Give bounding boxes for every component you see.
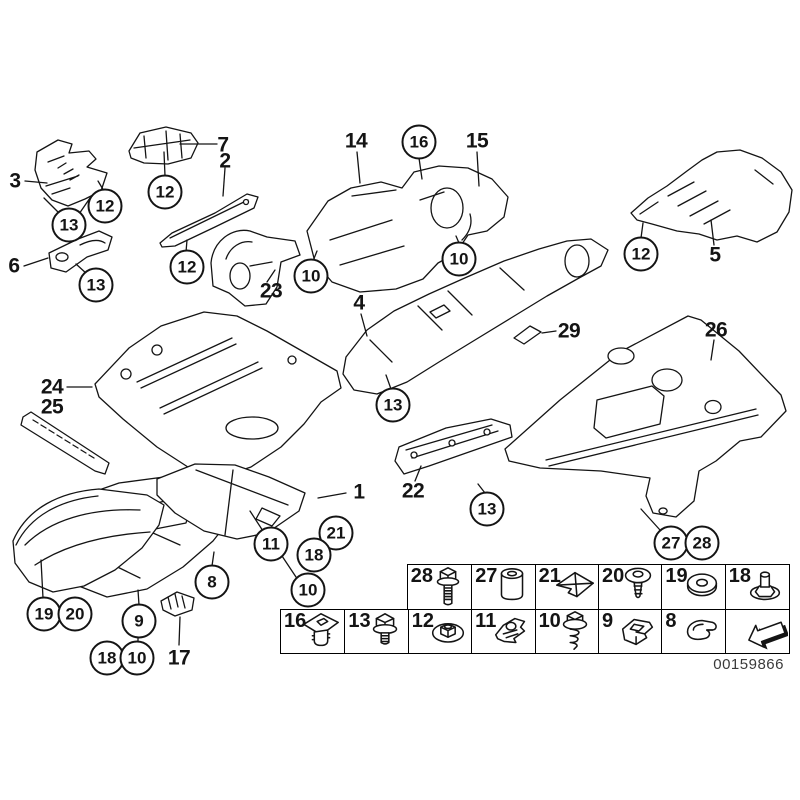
cage-clip-icon <box>622 618 654 646</box>
legend-cell-number: 13 <box>348 610 371 632</box>
callout-circle-10[interactable]: 10 <box>119 640 155 676</box>
callout-label-25[interactable]: 25 <box>40 395 64 419</box>
callout-circle-18[interactable]: 18 <box>296 537 332 573</box>
torx-screw-icon <box>625 567 652 599</box>
callout-label-1[interactable]: 1 <box>353 480 365 504</box>
legend-cell-13[interactable]: 13 <box>344 610 407 653</box>
part-14-15-16-drawing <box>306 165 509 293</box>
callout-circle-20[interactable]: 20 <box>57 596 93 632</box>
callout-label-6[interactable]: 6 <box>8 254 20 278</box>
continue-arrow-icon <box>748 621 789 650</box>
legend-cell-11[interactable]: 11 <box>471 610 534 653</box>
part-26-drawing <box>504 315 787 518</box>
flange-nut-icon <box>432 623 465 643</box>
part-17-drawing <box>160 591 195 617</box>
callout-circle-16[interactable]: 16 <box>401 124 437 160</box>
legend-cell-8[interactable]: 8 <box>661 610 724 653</box>
legend-cell-number: 12 <box>411 610 435 632</box>
callout-label-29[interactable]: 29 <box>557 319 581 343</box>
callout-label-4[interactable]: 4 <box>353 291 365 315</box>
callout-label-26[interactable]: 26 <box>704 318 728 342</box>
legend-cell-21[interactable]: 21 <box>534 565 598 609</box>
callout-circle-13[interactable]: 13 <box>375 387 411 423</box>
callout-label-14[interactable]: 14 <box>344 129 368 153</box>
callout-circle-9[interactable]: 9 <box>121 603 157 639</box>
sleeve-icon <box>500 568 523 601</box>
callout-circle-10[interactable]: 10 <box>293 258 329 294</box>
legend-cell-28[interactable]: 28 <box>408 565 471 609</box>
callout-circle-13[interactable]: 13 <box>469 491 505 527</box>
legend-cell-10[interactable]: 10 <box>534 610 598 653</box>
callout-label-22[interactable]: 22 <box>401 479 425 503</box>
part-29-drawing <box>513 325 542 345</box>
callout-circle-13[interactable]: 13 <box>51 207 87 243</box>
callout-label-15[interactable]: 15 <box>465 129 489 153</box>
legend-cell-number: 8 <box>665 610 677 632</box>
part-25-drawing <box>20 411 110 475</box>
legend-cell-16[interactable]: 16 <box>281 610 344 653</box>
callout-label-24[interactable]: 24 <box>40 375 64 399</box>
legend-cell-number: 11 <box>475 610 497 632</box>
callout-circle-8[interactable]: 8 <box>194 564 230 600</box>
callout-label-2[interactable]: 2 <box>219 149 231 173</box>
legend-cell-9[interactable]: 9 <box>597 610 661 653</box>
legend-row-1: 28 27 21 20 19 18 <box>406 564 791 609</box>
grommet-stud-icon <box>750 571 781 601</box>
callout-circle-28[interactable]: 28 <box>684 525 720 561</box>
legend-cell-19[interactable]: 19 <box>661 565 724 609</box>
legend-cell-number: 18 <box>728 565 751 587</box>
callout-circle-12[interactable]: 12 <box>623 236 659 272</box>
callout-label-23[interactable]: 23 <box>259 279 283 303</box>
spring-clip-icon <box>686 619 717 641</box>
legend-cell-18[interactable]: 18 <box>724 565 788 609</box>
legend-cell-number: 28 <box>410 565 434 587</box>
legend-cell-number: 10 <box>538 610 561 632</box>
legend-cell-number: 9 <box>601 610 614 632</box>
legend-cell-12[interactable]: 12 <box>407 610 471 653</box>
hex-screw-washer-icon <box>562 611 588 650</box>
part-24-drawing <box>94 311 342 478</box>
callout-label-7[interactable]: 7 <box>217 133 229 157</box>
legend-cell-number: 27 <box>475 565 498 587</box>
diagram-code: 00159866 <box>713 656 784 673</box>
callout-circle-12[interactable]: 12 <box>169 249 205 285</box>
callout-circle-13[interactable]: 13 <box>78 267 114 303</box>
legend-cell-continue-arrow[interactable] <box>724 610 789 653</box>
flange-bolt-icon <box>436 567 460 606</box>
callout-circle-10[interactable]: 10 <box>290 572 326 608</box>
callout-circle-12[interactable]: 12 <box>147 174 183 210</box>
part-2-drawing <box>159 193 259 248</box>
part-1-drawing <box>156 463 306 540</box>
callout-circle-11[interactable]: 11 <box>253 526 289 562</box>
sheet-metal-clip-icon <box>494 617 525 644</box>
part-3-drawing <box>34 139 108 207</box>
callout-label-5[interactable]: 5 <box>709 243 721 267</box>
part-7-drawing <box>128 126 199 165</box>
callout-circle-19[interactable]: 19 <box>26 596 62 632</box>
part-22-drawing <box>394 418 513 475</box>
legend-cell-20[interactable]: 20 <box>597 565 661 609</box>
part-5-drawing <box>630 149 793 243</box>
part-front-shield-drawing <box>12 488 165 593</box>
callout-circle-12[interactable]: 12 <box>87 188 123 224</box>
washer-icon <box>686 573 717 597</box>
callout-circle-10[interactable]: 10 <box>441 241 477 277</box>
hex-bolt-washer-icon <box>372 613 398 645</box>
part-6-drawing <box>48 230 113 273</box>
callout-circle-27[interactable]: 27 <box>653 525 689 561</box>
expanding-rivet-icon <box>303 613 340 647</box>
callout-label-17[interactable]: 17 <box>167 646 191 670</box>
callout-label-3[interactable]: 3 <box>9 169 21 193</box>
legend-cell-number: 16 <box>284 610 307 632</box>
legend-cell-number: 21 <box>538 565 561 587</box>
part-23-drawing <box>210 229 301 307</box>
legend-row-2: 16 13 12 11 10 9 8 <box>280 609 791 654</box>
adhesive-pad-icon <box>556 571 594 598</box>
legend-cell-27[interactable]: 27 <box>471 565 534 609</box>
legend-cell-number: 20 <box>601 565 625 587</box>
legend-cell-number: 19 <box>665 565 688 587</box>
leader-lines <box>23 143 715 646</box>
